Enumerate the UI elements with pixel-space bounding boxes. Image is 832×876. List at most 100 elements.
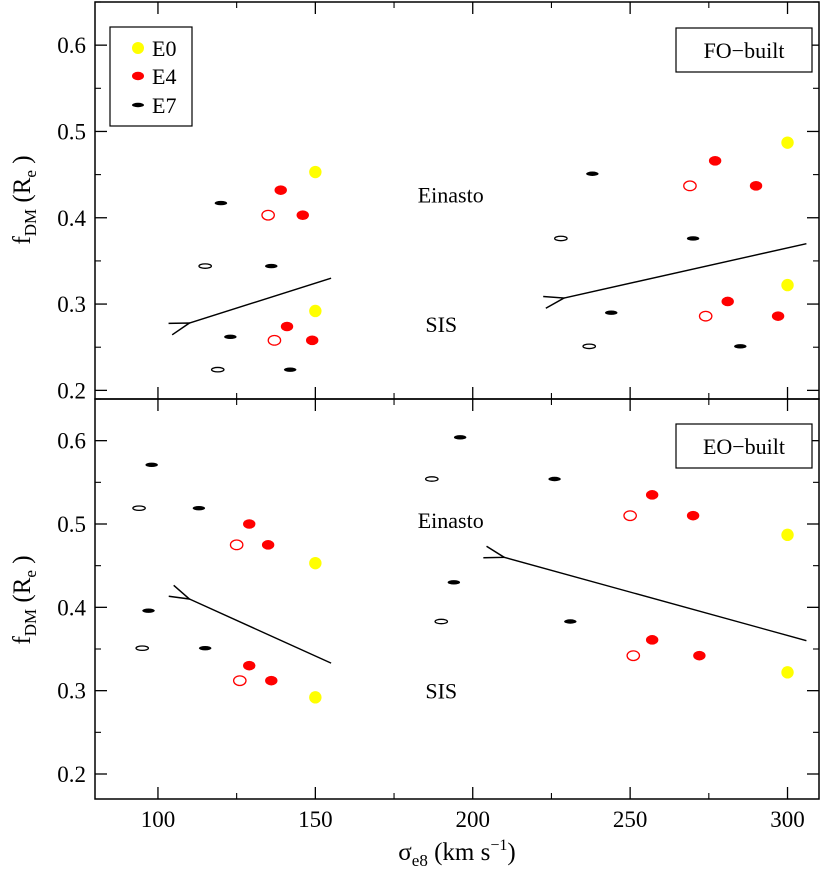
y-tick-label: 0.4 (57, 595, 86, 620)
legend-e4-marker (132, 71, 144, 81)
data-point-e0 (309, 691, 322, 704)
data-point-e0 (781, 136, 794, 149)
panel-label-box-bottom (675, 423, 813, 469)
points-bottom (132, 435, 794, 704)
trend-arrow (504, 557, 807, 642)
x-tick-label: 300 (770, 807, 805, 832)
data-point-e4 (274, 185, 287, 195)
y-tick-label: 0.4 (57, 206, 86, 231)
points-top (198, 136, 794, 373)
x-tick-label: 150 (298, 807, 333, 832)
data-point-e7 (135, 645, 150, 652)
y-tick-label: 0.2 (57, 378, 86, 403)
data-point-e7 (564, 619, 577, 624)
y-title-close-bottom: ) (9, 555, 36, 570)
data-point-e4 (645, 490, 659, 500)
annotation-einasto: Einasto (418, 182, 484, 207)
legend-box (109, 26, 193, 127)
data-point-e7 (582, 343, 597, 350)
trend-arrow (189, 599, 332, 664)
panel-label-text-bottom: EO−built (703, 434, 785, 459)
data-point-e4 (265, 675, 278, 686)
data-point-e4 (306, 335, 319, 346)
data-point-e4 (267, 334, 282, 346)
data-point-e7 (424, 476, 439, 482)
legend-e7-marker (132, 102, 144, 108)
data-point-e0 (309, 304, 322, 318)
data-point-e7 (145, 462, 158, 468)
data-point-e4 (698, 310, 713, 322)
x-axis-title: σe8 (km s−1) (398, 837, 515, 870)
legend-e0-label: E0 (152, 36, 176, 61)
y-axis-title-bottom: fDM (Re ) (9, 555, 40, 644)
x-title-close: ) (507, 839, 515, 866)
data-point-e4 (645, 635, 659, 645)
x-title-sup: −1 (490, 837, 507, 854)
data-point-e4 (693, 650, 706, 661)
y-title-rest-top: (R (9, 177, 36, 209)
data-point-e7 (214, 200, 228, 206)
data-point-e0 (781, 278, 794, 292)
data-point-e7 (434, 618, 449, 625)
data-point-e7 (605, 310, 618, 315)
legend: E0 E4 E7 (109, 26, 193, 127)
y-tick-labels-bottom: 0.20.30.40.50.6 (57, 429, 86, 787)
data-point-e7 (265, 263, 278, 269)
data-point-e4 (721, 296, 734, 307)
data-point-e4 (296, 210, 309, 220)
data-point-e4 (261, 209, 275, 221)
y-tick-label: 0.3 (57, 292, 86, 317)
arrows-top (189, 242, 807, 323)
data-point-e0 (309, 165, 322, 179)
x-title-rest: (km s (428, 839, 491, 866)
panel-label-box-top (675, 27, 813, 73)
panel-label-text-top: FO−built (704, 38, 785, 63)
data-point-e7 (453, 435, 467, 440)
annotation-sis: SIS (425, 679, 457, 704)
x-tick-label: 100 (141, 807, 176, 832)
y-title-close-top: ) (9, 155, 36, 170)
data-point-e7 (548, 476, 561, 482)
annotation-einasto: Einasto (418, 508, 484, 533)
legend-e0-marker (132, 42, 144, 54)
panel-label-bottom: EO−built (675, 423, 813, 469)
x-title-main: σ (398, 839, 412, 866)
data-point-e0 (781, 528, 794, 542)
data-point-e4 (232, 675, 247, 687)
y-tick-label: 0.5 (57, 512, 86, 537)
y-tick-labels-top: 0.20.30.40.50.6 (57, 33, 86, 403)
y-title-main-bottom: f (9, 636, 36, 645)
y-title-sub2-top: e (21, 170, 40, 178)
data-point-e4 (708, 156, 722, 166)
legend-e4-label: E4 (152, 64, 176, 89)
data-point-e7 (586, 171, 599, 176)
panel-label-top: FO−built (675, 27, 813, 73)
y-tick-label: 0.6 (57, 33, 86, 58)
data-point-e4 (280, 321, 294, 332)
data-point-e7 (198, 645, 212, 651)
data-point-e4 (683, 180, 697, 192)
data-point-e7 (447, 580, 461, 585)
data-point-e4 (243, 519, 256, 529)
data-point-e7 (283, 367, 297, 372)
y-title-rest-bottom: (R (9, 577, 36, 609)
y-title-sub-bottom: DM (21, 609, 40, 636)
plot-frame-bottom (94, 398, 820, 800)
data-point-e4 (771, 311, 785, 321)
data-point-e4 (626, 650, 641, 662)
annotation-sis: SIS (425, 312, 457, 337)
data-point-e7 (198, 263, 213, 269)
ticks-bottom (95, 398, 819, 799)
data-point-e7 (192, 505, 206, 511)
data-point-e0 (781, 666, 794, 679)
data-point-e7 (132, 505, 146, 512)
data-point-e7 (142, 608, 155, 613)
arrows-bottom (189, 557, 807, 664)
x-tick-label: 200 (455, 807, 490, 832)
trend-arrow (189, 277, 332, 323)
data-point-e4 (261, 540, 275, 550)
